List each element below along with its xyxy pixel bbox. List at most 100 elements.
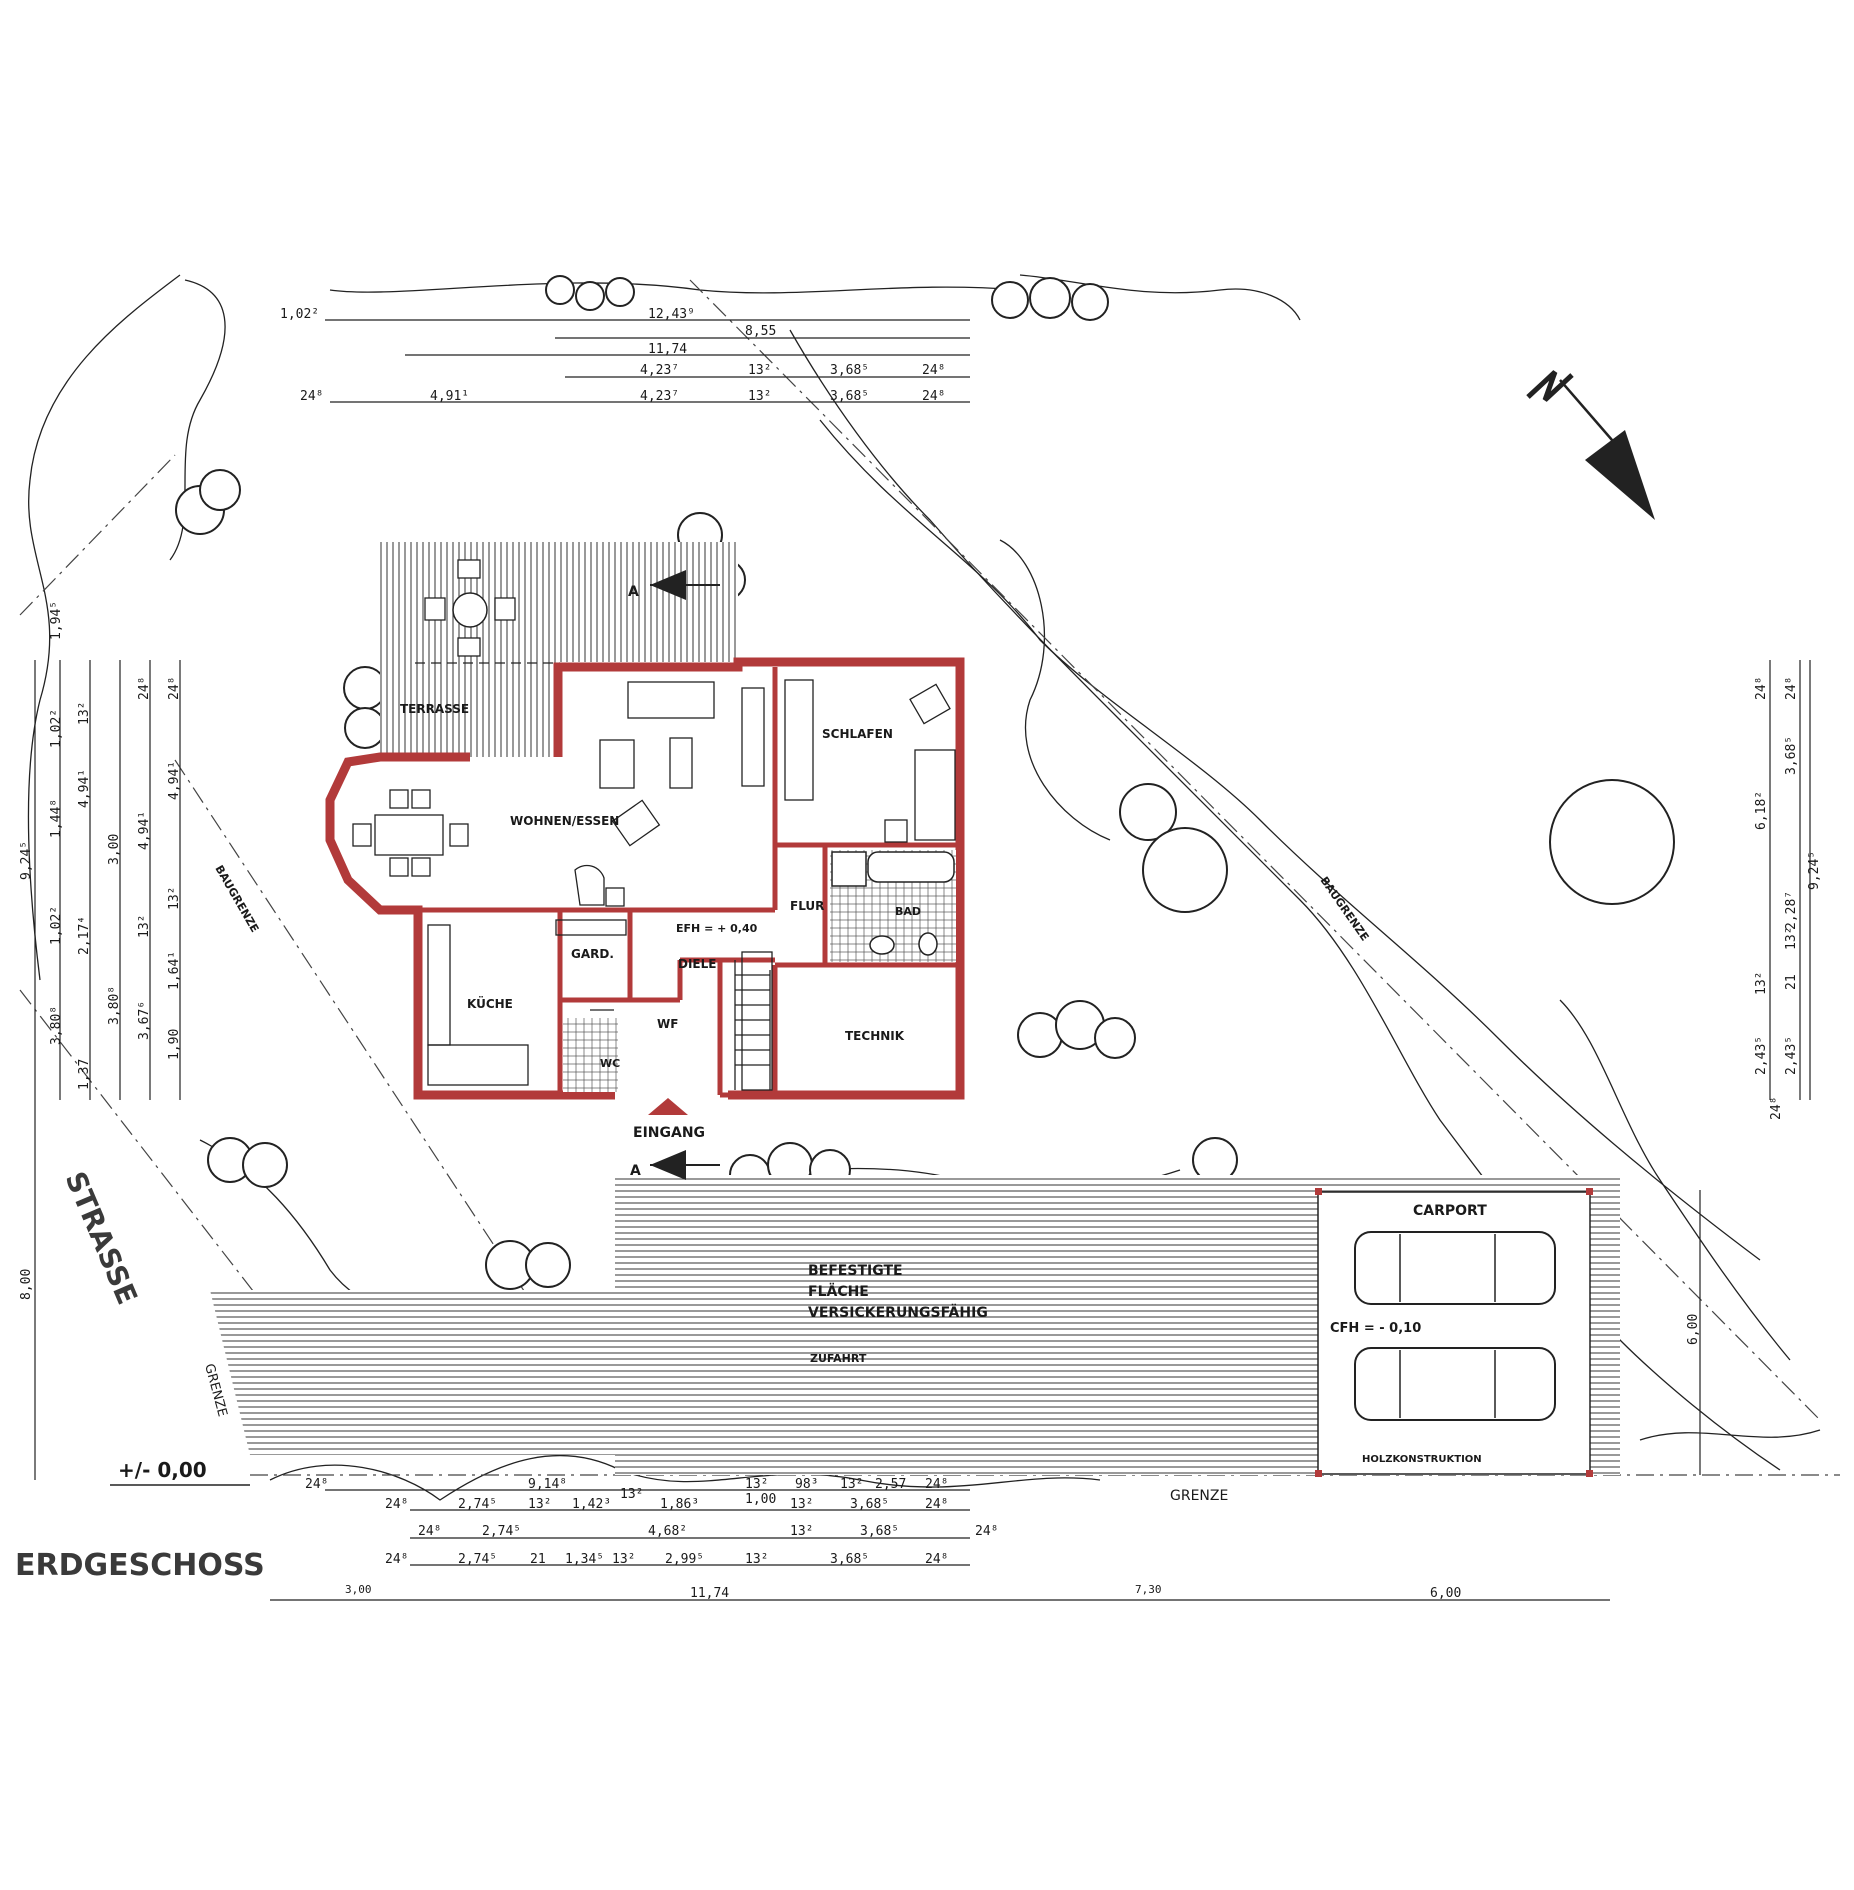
dim: 24⁸ [925,1477,948,1492]
label-strasse: STRASSE [59,1167,144,1309]
label-grenze-left: GRENZE [201,1362,230,1418]
tree-icon [991,281,1029,319]
dim: 1,02² [49,906,64,945]
label-efh: EFH = + 0,40 [676,922,758,935]
section-label-top: A [628,584,639,600]
dim: 4,23⁷ [640,363,679,378]
tree-icon [525,1242,571,1288]
label-paved-2: FLÄCHE [808,1283,869,1300]
label-flur: FLUR [790,899,824,913]
dim: 13² [748,363,771,378]
dim: 24⁸ [300,389,323,404]
dims-bottom: 24⁸ 9,14⁸ 13² 98³ 13² 2,57 24⁸ 1,00 24⁸ … [305,1477,1461,1601]
dim: 1,44⁸ [49,799,64,838]
dim: 1,00 [745,1492,776,1507]
dim: 3,68⁵ [850,1497,889,1512]
dim: 24⁸ [925,1497,948,1512]
section-label-bottom: A [630,1163,641,1179]
dim: 2,57 [875,1477,906,1492]
dim: 24⁸ [1784,677,1799,700]
dim: 4,94¹ [77,769,92,808]
dim: 6,00 [1430,1586,1461,1601]
dim: 1,02² [49,709,64,748]
carport [1315,1188,1593,1477]
dim: 13² [137,915,152,938]
dims-top: 1,02² 12,43⁹ 8,55 11,74 4,23⁷ 13² 3,68⁵ … [280,307,945,404]
label-kueche: KÜCHE [467,996,513,1011]
label-technik: TECHNIK [845,1029,905,1043]
dim: 1,86³ [660,1497,699,1512]
dim: 9,24⁵ [19,841,34,880]
label-holz: HOLZKONSTRUKTION [1362,1454,1482,1465]
dim: 11,74 [690,1586,729,1601]
label-terrasse: TERRASSE [400,702,469,716]
wc-tiles [563,1018,618,1092]
label-eingang: EINGANG [633,1125,705,1141]
tree-icon [605,277,635,307]
dim: 13² [790,1497,813,1512]
staircase [734,960,771,1090]
bathtub-icon [867,851,955,883]
dim: 7,30 [1135,1583,1162,1596]
label-diele: DIELE [678,957,716,971]
dim: 1,94⁵ [49,601,64,640]
dim: 2,74⁵ [482,1524,521,1539]
dim: 2,43⁵ [1754,1036,1769,1075]
house-walls [325,657,965,1100]
dim: 2,74⁵ [458,1497,497,1512]
label-paved-3: VERSICKERUNGSFÄHIG [808,1304,988,1321]
furniture [352,679,956,1091]
tree-icon [1119,783,1177,841]
dim: 1,37 [77,1059,92,1090]
dim: 24⁸ [167,677,182,700]
dim: 3,80⁸ [49,1006,64,1045]
dim: 4,94¹ [137,811,152,850]
dim: 4,23⁷ [640,389,679,404]
dim: 13² [612,1552,635,1567]
tree-icon [343,666,387,710]
dim: 24⁸ [137,677,152,700]
dim: 2,74⁵ [458,1552,497,1567]
north-arrow-icon [1526,370,1655,520]
dim: 24⁸ [385,1552,408,1567]
tree-icon [242,1142,288,1188]
toilet-icon [918,932,938,956]
dim: 21 [1784,974,1799,990]
terrace [380,542,738,757]
dim: 2,28⁷ [1784,891,1799,930]
dim: 13² [745,1477,768,1492]
paved-approach [210,1290,615,1455]
label-wohnen: WOHNEN/ESSEN [510,814,619,828]
dim: 3,00 [107,834,122,865]
sink-icon [869,935,895,955]
dim: 24⁸ [922,363,945,378]
dims-right: 24⁸ 6,18² 3,68⁵ 24⁸ 13² 2,28⁷ 9,24⁵ 21 2… [1686,677,1822,1345]
dim: 13² [748,389,771,404]
dim: 3,68⁵ [1784,736,1799,775]
dim: 6,18² [1754,791,1769,830]
label-wc: WC [600,1057,620,1070]
tree-icon [1071,283,1109,321]
dim: 13² [745,1552,768,1567]
dim: 24⁸ [1769,1097,1784,1120]
dim: 13² [790,1524,813,1539]
label-grenze-bottom: GRENZE [1170,1488,1228,1504]
label-baugrenze-left: BAUGRENZE [212,863,261,935]
dim: 13² [77,702,92,725]
tree-icon [1142,827,1228,913]
dim: 24⁸ [975,1524,998,1539]
tree-icon [1094,1017,1136,1059]
trees [175,275,1675,1290]
dim: 12,43⁹ [648,307,695,322]
dim: 9,14⁸ [528,1477,567,1492]
dim: 1,64¹ [167,951,182,990]
dim: 21 [530,1552,546,1567]
dims-left: 9,24⁵ 8,00 1,94⁵ 1,02² 1,44⁸ 1,02² 13² 1… [19,601,182,1300]
entrance-arrow-icon [648,1098,688,1115]
dim: 8,55 [745,324,776,339]
dim: 13² [1754,972,1769,995]
dim: 2,99⁵ [665,1552,704,1567]
dimension-lines [34,319,1811,1601]
dim: 3,68⁵ [830,389,869,404]
tree-icon [1029,277,1071,319]
